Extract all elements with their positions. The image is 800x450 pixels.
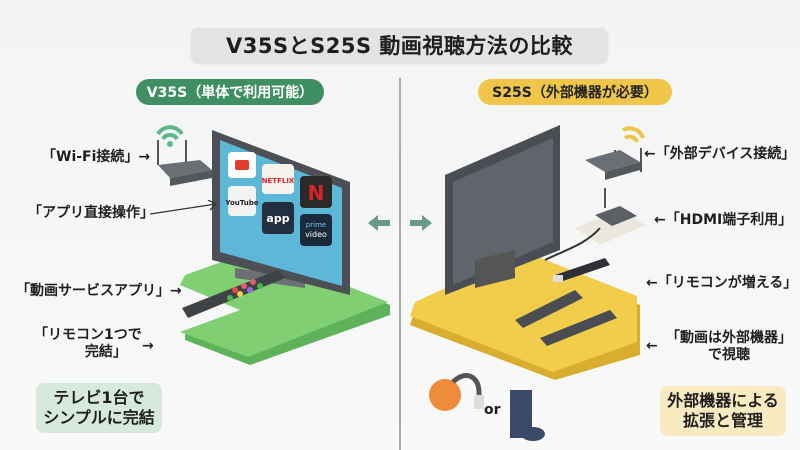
label-external-device: ←「外部デバイス接続」 [644, 146, 796, 162]
router-icon [585, 126, 645, 180]
s25s-tv-icon [445, 125, 560, 295]
label-app-direct-operation: 「アプリ直接操作」 [28, 205, 154, 221]
label-video-service-app: 「動画サービスアプリ」→ [16, 283, 182, 299]
center-divider [399, 78, 401, 450]
v35s-summary-line2: シンプルに完結 [43, 408, 155, 427]
s25s-summary-box: 外部機器による拡張と管理 [660, 386, 786, 436]
arrow-icon [150, 200, 218, 215]
v35s-tv-icon: NETFLIX N YouTube app prime video [212, 130, 350, 295]
v35s-summary-line1: テレビ1台で [53, 388, 145, 407]
wifi-router-icon [156, 125, 212, 186]
hdmi-box-icon [544, 188, 645, 261]
label-external-viewing-line1: 「動画は外部機器」 [666, 330, 792, 346]
label-one-remote-line1: 「リモコン1つで [34, 327, 142, 343]
label-wifi-connection: 「Wi-Fi接続」→ [42, 149, 151, 165]
svg-text:app: app [266, 212, 289, 225]
remote-control-icon [515, 290, 617, 346]
remote-control-icon [182, 270, 285, 318]
streaming-stick-icon [553, 258, 610, 282]
s25s-header-badge: S25S（外部機器が必要） [478, 79, 672, 105]
page-title: V35SとS25S 動画視聴方法の比較 [192, 28, 607, 62]
arrow-icon: → [142, 338, 154, 354]
v35s-header-badge: V35S（単体で利用可能） [136, 79, 324, 105]
svg-text:YouTube: YouTube [225, 199, 259, 207]
svg-text:prime: prime [306, 221, 326, 229]
v35s-summary-box: テレビ1台でシンプルに完結 [36, 383, 162, 433]
green-platform-icon [180, 250, 390, 365]
label-more-remotes: ←「リモコンが増える」 [646, 275, 798, 291]
s25s-illustration [410, 125, 645, 441]
s25s-summary-line1: 外部機器による [667, 391, 779, 410]
svg-text:N: N [308, 181, 325, 205]
or-label: or [484, 402, 501, 418]
v35s-illustration: NETFLIX N YouTube app prime video [156, 125, 390, 365]
label-one-remote-line2: 完結」 [84, 344, 127, 360]
label-hdmi-port: ←「HDMI端子利用」 [654, 212, 793, 228]
arrow-icon: ← [646, 338, 658, 354]
compare-arrows-icon [368, 215, 432, 231]
svg-text:NETFLIX: NETFLIX [262, 177, 295, 185]
label-external-viewing-line2: で視聴 [708, 347, 750, 363]
s25s-summary-line2: 拡張と管理 [682, 411, 763, 430]
svg-text:video: video [305, 230, 327, 239]
label-one-remote: 「リモコン1つで 完結」 [34, 327, 142, 361]
chromecast-icon [429, 373, 484, 411]
label-external-viewing: 「動画は外部機器」 で視聴 [646, 330, 792, 364]
game-console-icon [510, 390, 545, 441]
